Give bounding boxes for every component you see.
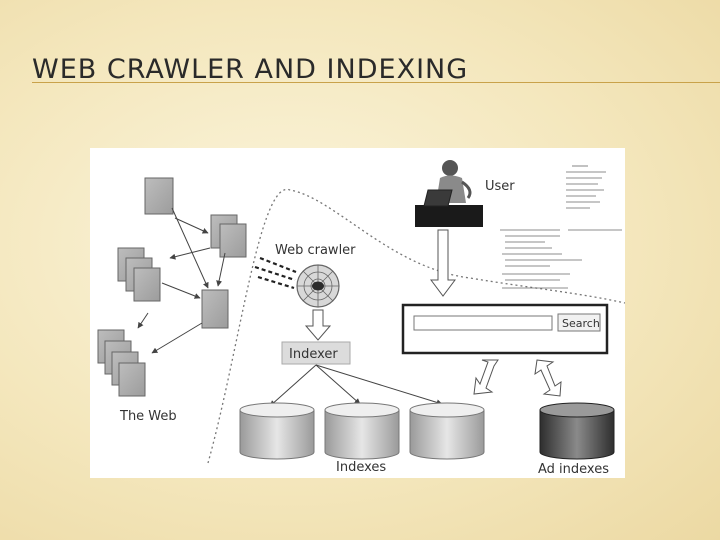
document-page-icon: [118, 362, 146, 397]
crawler-to-indexer-arrow: [304, 309, 332, 341]
document-page-icon: [201, 289, 229, 329]
indexer-box: [281, 341, 351, 365]
crawler-diagram: The Web Web crawler Indexer: [90, 148, 625, 478]
index-cylinder: [409, 402, 485, 460]
search-query-field[interactable]: [413, 315, 553, 331]
search-to-ad-indexes-double-arrow: [534, 359, 562, 397]
web-crawler-label: Web crawler: [275, 243, 356, 258]
indexer-label: Indexer: [289, 347, 338, 362]
search-to-indexes-double-arrow: [473, 359, 499, 395]
search-button-label: Search: [562, 317, 600, 330]
ad-indexes-label: Ad indexes: [538, 462, 609, 477]
web-link-arrows: [137, 207, 226, 354]
title-divider: [32, 82, 720, 83]
search-panel: Search: [401, 303, 609, 355]
crawler-fetch-rays: [254, 256, 297, 290]
web-crawler-spider-icon: [296, 264, 340, 308]
the-web-label: The Web: [119, 409, 177, 424]
document-page-icon: [144, 177, 174, 215]
user-label: User: [485, 179, 515, 194]
the-web-documents: [97, 177, 247, 397]
index-cylinder: [239, 402, 315, 460]
search-results-page: [500, 165, 622, 289]
indexes-label: Indexes: [336, 460, 386, 475]
document-page-icon: [133, 267, 161, 302]
indexer-output-arrows: [269, 364, 443, 407]
ad-index-cylinder: [539, 402, 615, 460]
search-button[interactable]: [557, 313, 601, 332]
user-to-search-arrow: [430, 229, 456, 297]
index-cylinders: [239, 402, 485, 460]
diagram-canvas: The Web Web crawler Indexer: [97, 160, 625, 477]
index-cylinder: [324, 402, 400, 460]
demand-curve: [207, 188, 625, 464]
user-at-laptop-icon: [415, 160, 483, 227]
document-page-icon: [219, 223, 247, 258]
slide-title: WEB CRAWLER AND INDEXING: [32, 54, 469, 85]
